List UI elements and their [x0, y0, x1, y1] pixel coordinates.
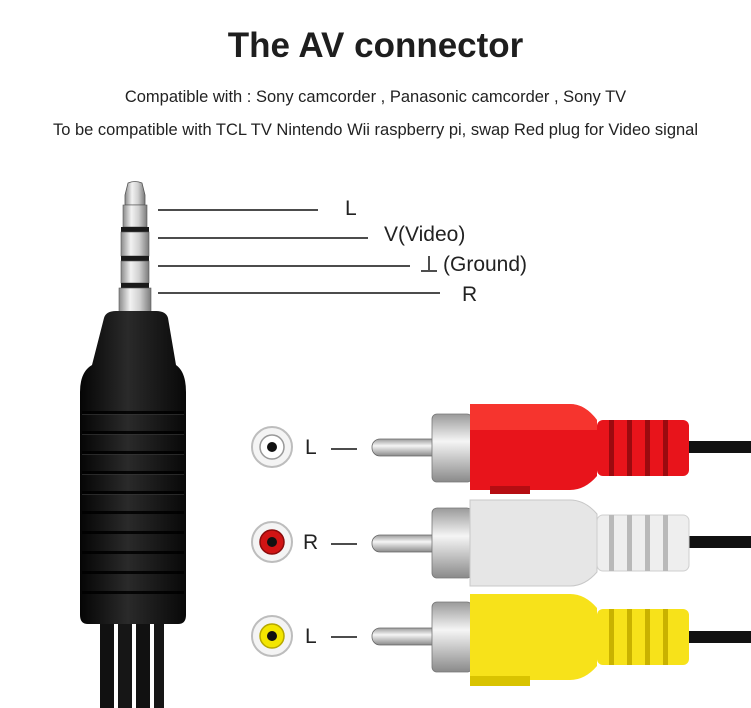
jack-icon-yellow — [251, 615, 293, 657]
compatibility-line: Compatible with : Sony camcorder , Panas… — [124, 88, 627, 106]
jack-dashes — [331, 448, 357, 638]
trrs-body — [80, 311, 186, 624]
jack-icon-red — [251, 521, 293, 563]
trrs-cable — [100, 624, 114, 708]
trrs-plug — [80, 181, 186, 708]
jack-label-right-red: R — [303, 531, 319, 554]
page-title: The AV connector — [227, 26, 524, 65]
rca-plug-white — [371, 499, 751, 587]
ground-icon — [421, 256, 437, 272]
rca-plug-yellow — [371, 594, 751, 686]
pin-label-ground: (Ground) — [443, 253, 528, 276]
trrs-tip — [124, 181, 146, 206]
rca-plug-red — [371, 404, 751, 494]
pinout-leader-lines — [158, 209, 440, 294]
jack-icon-white — [251, 426, 293, 468]
jack-label-left-yellow: L — [305, 625, 317, 648]
pin-label-right: R — [462, 283, 478, 306]
pin-label-video: V(Video) — [384, 223, 466, 246]
jack-label-left-white: L — [305, 436, 317, 459]
pin-label-left: L — [345, 197, 357, 220]
compatibility-note: To be compatible with TCL TV Nintendo Wi… — [52, 121, 699, 139]
